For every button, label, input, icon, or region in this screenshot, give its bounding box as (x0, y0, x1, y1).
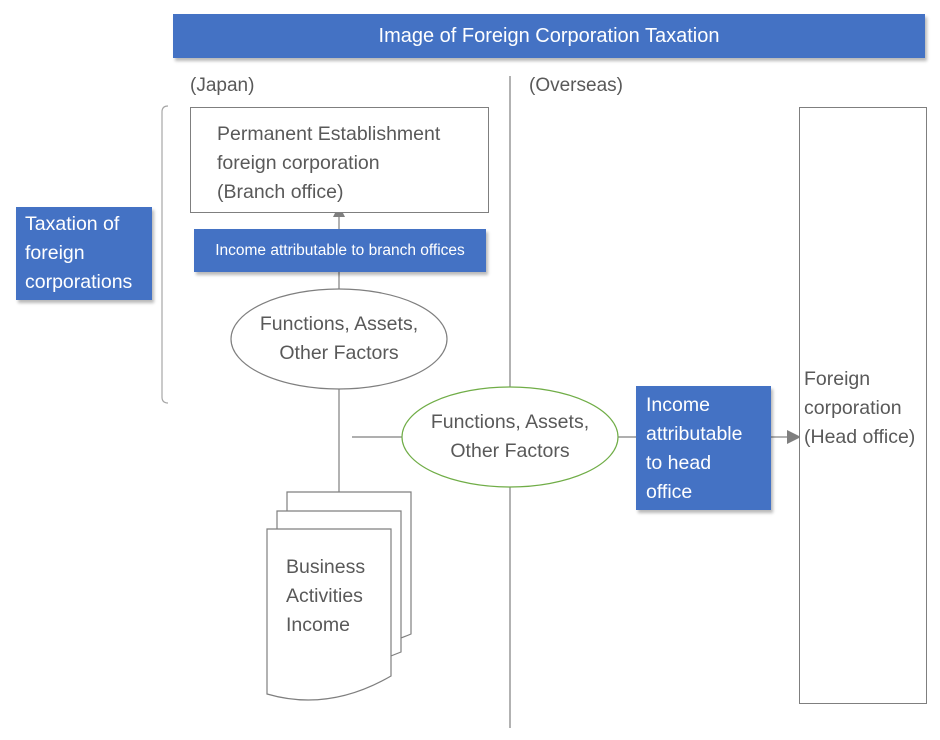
branch-income-box: Income attributable to branch offices (194, 229, 486, 272)
taxation-line-2: foreign (25, 242, 85, 264)
head-office-text: Foreign corporation (Head office) (804, 365, 915, 452)
region-label-overseas: (Overseas) (529, 75, 623, 96)
diagram-title-text: Image of Foreign Corporation Taxation (378, 24, 720, 47)
branch-income-label: Income attributable to branch offices (215, 241, 465, 259)
head-income-line-4: office (646, 481, 693, 503)
taxation-line-3: corporations (25, 271, 133, 293)
japan-factors-line-2: Other Factors (279, 342, 399, 364)
overseas-factors-line-2: Other Factors (450, 440, 570, 462)
head-office-box (799, 107, 927, 704)
overseas-factors-line-1: Functions, Assets, (430, 411, 590, 433)
business-income-text: Business Activities Income (286, 553, 365, 640)
business-income-documents (266, 491, 412, 701)
region-label-japan: (Japan) (190, 75, 255, 96)
business-income-line-3: Income (286, 614, 350, 636)
head-office-line-3: (Head office) (804, 426, 916, 448)
pe-line-2: foreign corporation (217, 152, 380, 174)
business-income-line-1: Business (286, 556, 366, 578)
pe-line-3: (Branch office) (217, 181, 344, 203)
head-income-line-2: attributable (646, 423, 743, 445)
taxation-bracket (161, 105, 169, 404)
japan-factors-ellipse (230, 288, 448, 390)
japan-factors-line-1: Functions, Assets, (259, 313, 419, 335)
head-office-line-1: Foreign (804, 368, 871, 390)
head-income-line-1: Income (646, 394, 710, 416)
taxation-label-box: Taxation of foreign corporations (16, 207, 152, 300)
japan-factors-text: Functions, Assets, Other Factors (231, 289, 447, 389)
head-income-line-3: to head (646, 452, 712, 474)
taxation-line-1: Taxation of (25, 213, 120, 235)
arrow-to-head-office (787, 430, 801, 444)
permanent-establishment-box: Permanent Establishment foreign corporat… (190, 107, 489, 213)
overseas-factors-text: Functions, Assets, Other Factors (402, 387, 618, 487)
business-income-line-2: Activities (286, 585, 363, 607)
head-income-box: Income attributable to head office (636, 386, 771, 510)
diagram-title: Image of Foreign Corporation Taxation (173, 14, 925, 58)
overseas-factors-ellipse (401, 386, 619, 488)
pe-line-1: Permanent Establishment (217, 123, 441, 145)
head-office-line-2: corporation (804, 397, 902, 419)
